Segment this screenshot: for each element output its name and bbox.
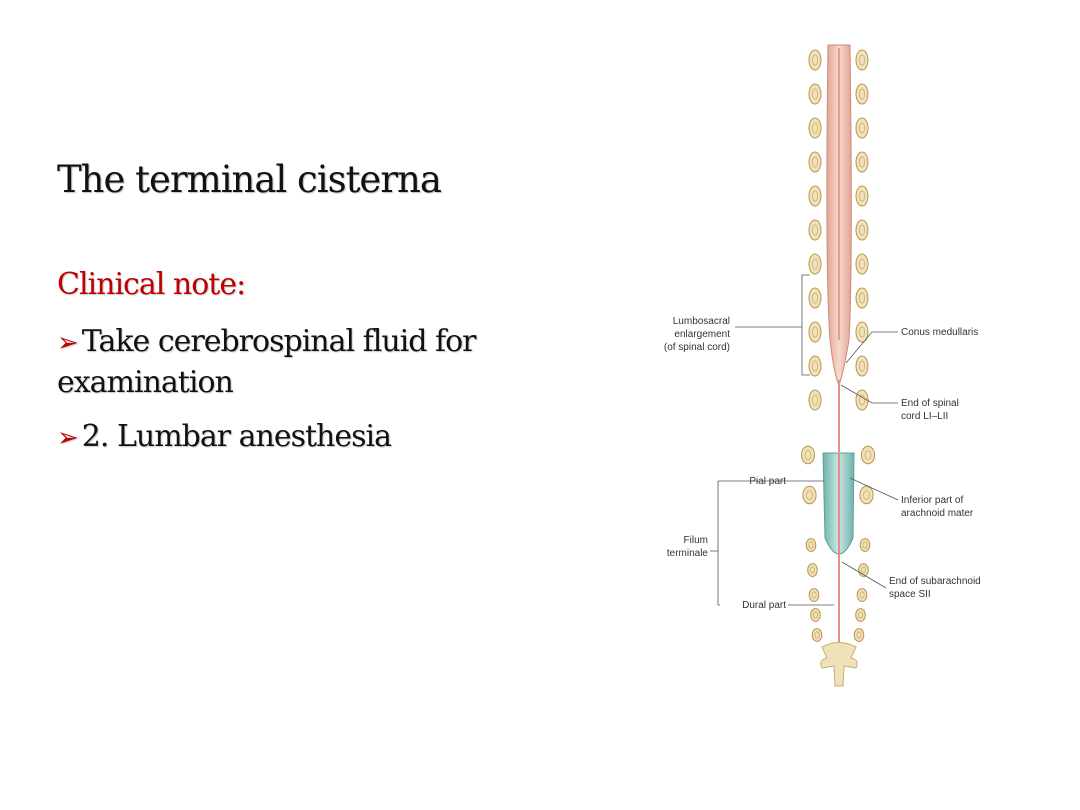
svg-text:terminale: terminale (667, 548, 709, 559)
bullet-text: 2. Lumbar anesthesia (81, 419, 392, 454)
vertebra-pedicle (808, 49, 822, 71)
vertebra-pedicle (802, 485, 817, 505)
vertebra-pedicle-inner (811, 326, 819, 338)
vertebra-pedicle-inner (811, 88, 819, 100)
vertebra-pedicle (856, 588, 868, 602)
vertebra-pedicle-inner (864, 450, 872, 460)
vertebra-pedicle (855, 287, 869, 309)
vertebra-pedicle-inner (811, 591, 817, 599)
clinical-note-heading: Clinical note: (57, 267, 246, 302)
bullet-item: ➢2. Lumbar anesthesia (57, 417, 617, 458)
vertebra-pedicle-inner (814, 631, 820, 639)
bullet-text: Take cerebrospinal fluid for examination (57, 324, 476, 400)
vertebra-pedicle (808, 117, 822, 139)
bullet-item: ➢Take cerebrospinal fluid for examinatio… (57, 322, 617, 403)
vertebra-pedicle (808, 253, 822, 275)
vertebra-pedicle-inner (858, 224, 866, 236)
svg-text:enlargement: enlargement (674, 329, 730, 340)
vertebra-pedicle-inner (811, 190, 819, 202)
svg-text:cord LI–LII: cord LI–LII (901, 411, 948, 422)
vertebra-pedicle (807, 563, 818, 577)
vertebra-pedicle (810, 608, 821, 622)
vertebra-pedicle (860, 445, 876, 465)
vertebra-pedicle-inner (811, 156, 819, 168)
vertebra-pedicle (805, 538, 817, 552)
vertebra-pedicle-inner (811, 258, 819, 270)
vertebra-pedicle (855, 49, 869, 71)
vertebra-pedicle-inner (811, 394, 819, 406)
vertebra-pedicle (855, 355, 869, 377)
slide-title: The terminal cisterna (57, 158, 442, 201)
vertebra-pedicle-inner (863, 490, 870, 500)
vertebra-pedicle (808, 185, 822, 207)
svg-text:End of spinal: End of spinal (901, 398, 959, 409)
vertebra-pedicle (808, 83, 822, 105)
vertebra-pedicle (808, 219, 822, 241)
vertebra-pedicle-inner (806, 490, 813, 500)
vertebra-pedicle (811, 628, 823, 642)
dural-label: Dural part (742, 600, 786, 611)
vertebra-pedicle (808, 151, 822, 173)
vertebra-pedicle-inner (858, 88, 866, 100)
vertebra-pedicle (859, 538, 871, 552)
vertebra-pedicle-inner (804, 450, 812, 460)
vertebra-pedicle-inner (858, 394, 866, 406)
vertebra-pedicle (855, 83, 869, 105)
vertebra-pedicle-inner (811, 292, 819, 304)
vertebra-pedicle-inner (809, 566, 816, 574)
vertebra-pedicle-inner (860, 566, 867, 574)
vertebra-pedicle-inner (862, 541, 868, 549)
vertebra-pedicle (808, 287, 822, 309)
vertebra-pedicle (808, 321, 822, 343)
pial-label: Pial part (749, 476, 786, 487)
vertebra-pedicle-inner (858, 360, 866, 372)
vertebra-pedicle (855, 253, 869, 275)
coccyx (820, 642, 858, 687)
svg-text:Lumbosacral: Lumbosacral (673, 316, 730, 327)
vertebra-pedicle (808, 355, 822, 377)
slide-body: Clinical note: ➢Take cerebrospinal fluid… (57, 265, 617, 472)
svg-text:Inferior part of: Inferior part of (901, 495, 963, 506)
vertebra-pedicle (855, 219, 869, 241)
vertebra-pedicle (855, 151, 869, 173)
vertebra-pedicle-inner (858, 292, 866, 304)
vertebra-pedicle (800, 445, 816, 465)
vertebra-pedicle (855, 608, 866, 622)
vertebra-pedicle-inner (812, 611, 819, 619)
svg-text:(of spinal cord): (of spinal cord) (664, 342, 730, 353)
vertebra-pedicle-inner (858, 326, 866, 338)
vertebra-pedicle-inner (858, 122, 866, 134)
vertebra-pedicle (855, 117, 869, 139)
vertebra-pedicle (855, 321, 869, 343)
vertebra-pedicle-inner (811, 360, 819, 372)
vertebra-pedicle-inner (856, 631, 862, 639)
conus-label: Conus medullaris (901, 327, 978, 338)
vertebra-pedicle-inner (858, 258, 866, 270)
vertebra-pedicle-inner (811, 224, 819, 236)
svg-text:arachnoid mater: arachnoid mater (901, 508, 974, 519)
vertebra-pedicle (853, 628, 865, 642)
vertebra-pedicle-inner (811, 122, 819, 134)
vertebra-pedicle-inner (808, 541, 814, 549)
vertebra-pedicle-inner (858, 54, 866, 66)
vertebra-pedicle-inner (859, 591, 865, 599)
vertebra-pedicle-inner (858, 156, 866, 168)
spinal-cord-figure: Lumbosacral enlargement (of spinal cord)… (640, 40, 1020, 700)
vertebra-pedicle-inner (857, 611, 864, 619)
svg-text:End of subarachnoid: End of subarachnoid (889, 576, 981, 587)
vertebra-pedicle (808, 588, 820, 602)
svg-text:Filum: Filum (684, 535, 708, 546)
vertebra-pedicle-inner (811, 54, 819, 66)
svg-text:space SII: space SII (889, 589, 931, 600)
vertebra-pedicle-inner (858, 190, 866, 202)
vertebra-pedicle (855, 185, 869, 207)
vertebra-pedicle (859, 485, 874, 505)
arrow-bullet-icon: ➢ (57, 423, 79, 453)
arrow-bullet-icon: ➢ (57, 328, 79, 358)
vertebra-pedicle (808, 389, 822, 411)
vertebrae-group (800, 49, 876, 642)
